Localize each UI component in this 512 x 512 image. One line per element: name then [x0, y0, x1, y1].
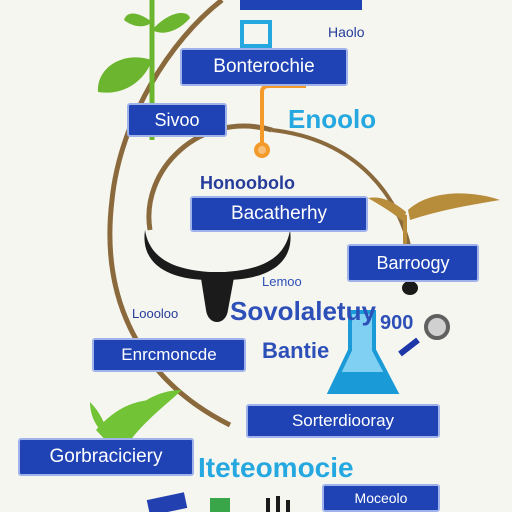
label-sovolaletuy: Sovolaletuy — [230, 296, 376, 326]
node-box-8-label: Moceolo — [354, 490, 408, 506]
node-box-1: Bonterochie — [180, 48, 348, 86]
node-box-5-label: Enrcmoncde — [121, 345, 217, 364]
top-partial-box — [240, 0, 362, 10]
sprout-icon — [368, 193, 500, 245]
node-box-1-label: Bonterochie — [213, 56, 315, 77]
node-box-2: Sivoo — [127, 103, 227, 137]
vine-main — [107, 0, 232, 428]
pipe-icon — [254, 84, 306, 158]
node-box-3-label: Bacatherhy — [230, 203, 328, 224]
bracket-icon — [240, 20, 272, 48]
label-haolo: Haolo — [328, 24, 365, 40]
node-box-7-label: Gorbraciciery — [49, 446, 163, 467]
node-box-2-label: Sivoo — [154, 109, 200, 130]
node-box-7: Gorbraciciery — [18, 438, 194, 476]
grass-icon — [90, 390, 182, 448]
label-lemoo: Lemoo — [262, 274, 302, 289]
label-bantie: Bantie — [262, 338, 330, 363]
magnifier-icon — [398, 314, 450, 357]
node-box-5: Enrcmoncde — [92, 338, 246, 372]
node-box-6: Sorterdiooray — [246, 404, 440, 438]
label-enoolo: Enoolo — [288, 104, 377, 134]
label-loooloo: Loooloo — [132, 306, 179, 321]
node-box-8: Moceolo — [322, 484, 440, 512]
node-box-3: Bacatherhy — [190, 196, 368, 232]
bottom-icons — [146, 492, 290, 512]
flask-icon — [326, 310, 400, 394]
node-box-4: Barroogy — [347, 244, 479, 282]
bull-horns-icon — [144, 230, 291, 322]
label-iteteomocie: Iteteomocie — [198, 452, 354, 483]
vine-inner — [146, 123, 273, 231]
label-number: 900 — [380, 312, 414, 334]
label-honoobolo: Honoobolo — [200, 173, 295, 193]
node-box-6-label: Sorterdiooray — [291, 411, 395, 430]
node-box-4-label: Barroogy — [376, 252, 450, 273]
